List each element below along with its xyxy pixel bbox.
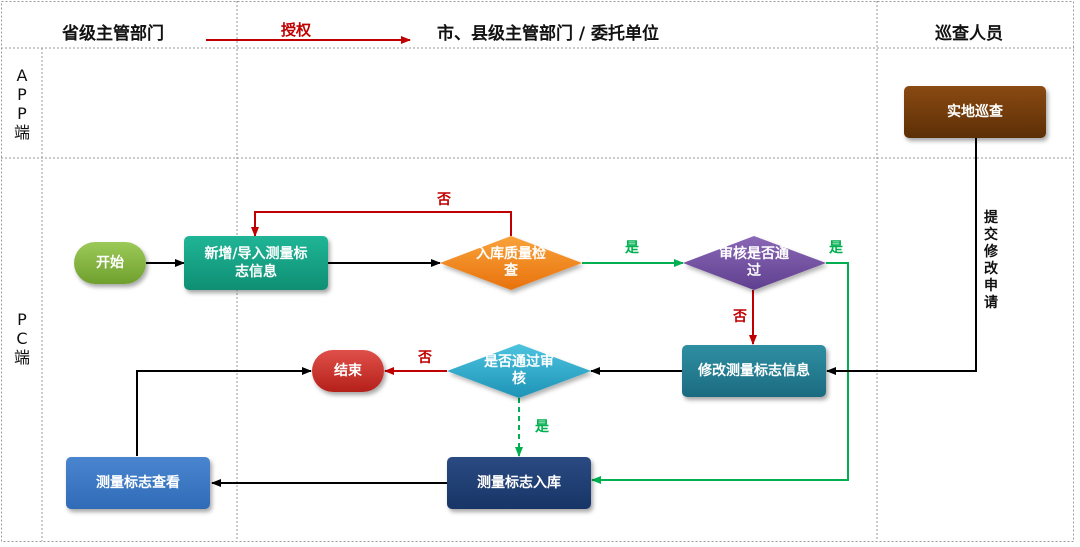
label-no-end: 否 xyxy=(418,350,432,366)
header-inspector: 巡查人员 xyxy=(935,24,1003,44)
view-box: 测量标志查看 xyxy=(66,457,210,509)
review-pass-diamond xyxy=(683,236,826,290)
header-city: 市、县级主管部门 / 委托单位 xyxy=(437,24,660,44)
arrow-submit-modify xyxy=(826,138,977,375)
add-import-box: 新增/导入测量标志信息 xyxy=(184,236,328,290)
start-node: 开始 xyxy=(74,242,146,284)
field-inspection-box: 实地巡查 xyxy=(904,86,1046,138)
modify-box: 修改测量标志信息 xyxy=(682,345,826,397)
label-no-top: 否 xyxy=(437,192,451,208)
review-pass-text: 审核是否通过 xyxy=(719,246,789,279)
end-node: 结束 xyxy=(312,350,384,392)
lane-pc-label: P C 端 xyxy=(13,310,30,367)
header-province: 省级主管部门 xyxy=(62,24,164,44)
label-no-review: 否 xyxy=(733,309,747,325)
arrow-view-to-end xyxy=(136,367,312,456)
lane-app-label: A P P 端 xyxy=(13,66,30,142)
connectors xyxy=(136,138,977,487)
label-yes-right: 是 xyxy=(829,240,843,256)
arrow-qc-no-loop xyxy=(251,211,512,237)
label-yes-down: 是 xyxy=(535,419,549,435)
label-submit-request: 提交修改申请 xyxy=(984,210,998,311)
archive-box: 测量标志入库 xyxy=(447,457,591,509)
header-authorize: 授权 xyxy=(281,21,312,39)
label-yes-qc: 是 xyxy=(625,240,639,256)
pass-review-text: 是否通过审核 xyxy=(484,354,554,387)
pass-review-diamond xyxy=(447,344,591,398)
quality-check-diamond xyxy=(440,236,582,290)
quality-check-text: 入库质量检查 xyxy=(476,246,546,279)
